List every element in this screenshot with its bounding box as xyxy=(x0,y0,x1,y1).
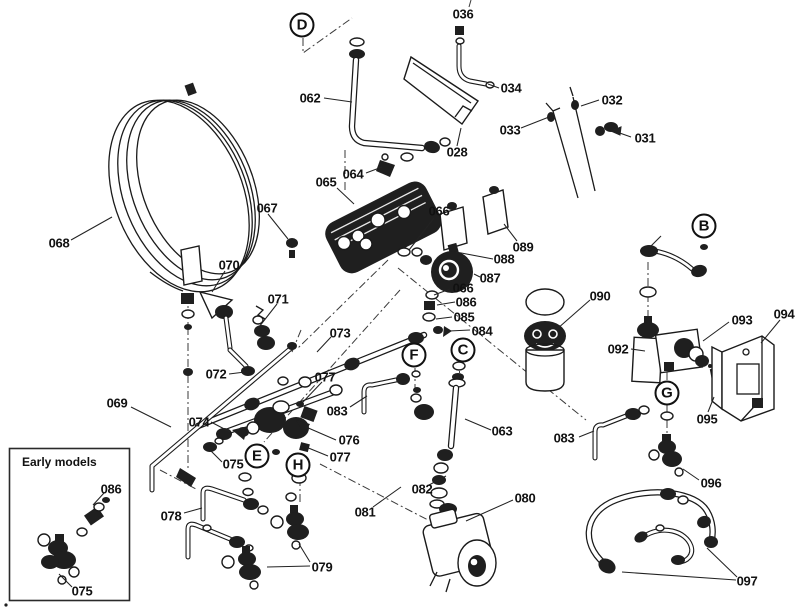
part-label-074: 074 xyxy=(188,414,210,430)
bracket-pipe-070 xyxy=(198,290,249,369)
diverter-manifold xyxy=(203,376,318,502)
ref-circle-C: C xyxy=(450,337,476,363)
part-label-076: 076 xyxy=(338,432,360,448)
part-label-036: 036 xyxy=(452,6,474,22)
side-panel-028 xyxy=(403,55,479,126)
valves-079 xyxy=(221,505,309,590)
gasket-chain-F xyxy=(410,370,434,420)
part-label-081: 081 xyxy=(354,504,376,520)
part-label-077-lower: 077 xyxy=(329,449,351,465)
part-label-088: 088 xyxy=(493,251,515,267)
part-label-034: 034 xyxy=(500,80,522,96)
part-label-073: 073 xyxy=(329,325,351,341)
part-label-028: 028 xyxy=(446,144,468,160)
part-label-090: 090 xyxy=(589,288,611,304)
part-label-087: 087 xyxy=(479,270,501,286)
part-label-085: 085 xyxy=(453,309,475,325)
part-label-089: 089 xyxy=(512,239,534,255)
ref-circle-D: D xyxy=(289,12,315,38)
part-label-075-inset: 075 xyxy=(71,583,93,599)
part-label-095: 095 xyxy=(696,411,718,427)
return-pipe-069 xyxy=(149,342,297,493)
part-label-079: 079 xyxy=(311,559,333,575)
inset-title: Early models xyxy=(22,455,97,469)
overflow-pipe-036 xyxy=(455,26,495,89)
part-label-070: 070 xyxy=(218,257,240,273)
early-models-box xyxy=(8,447,131,602)
part-label-065: 065 xyxy=(315,174,337,190)
part-label-063: 063 xyxy=(491,423,513,439)
part-label-083-right: 083 xyxy=(553,430,575,446)
part-label-033: 033 xyxy=(499,122,521,138)
ref-circle-G: G xyxy=(654,380,680,406)
part-label-067: 067 xyxy=(256,200,278,216)
part-label-064: 064 xyxy=(342,166,364,182)
gaskets-082 xyxy=(429,487,448,509)
hydroblock-cluster xyxy=(411,186,509,337)
part-label-093: 093 xyxy=(731,312,753,328)
part-label-062: 062 xyxy=(299,90,321,106)
vessel-valve-chain xyxy=(4,245,203,607)
fill-valve-067 xyxy=(286,238,298,258)
part-label-068: 068 xyxy=(48,235,70,251)
leader-lines xyxy=(58,83,781,588)
part-label-094: 094 xyxy=(773,306,795,322)
gas-valve-assembly xyxy=(631,244,718,477)
ref-circle-H: H xyxy=(285,452,311,478)
part-label-069: 069 xyxy=(106,395,128,411)
expansion-vessel xyxy=(108,82,260,293)
part-label-072: 072 xyxy=(205,366,227,382)
part-label-066-upper: 066 xyxy=(428,203,450,219)
part-label-078: 078 xyxy=(160,508,182,524)
part-label-032: 032 xyxy=(601,92,623,108)
part-label-086-inset: 086 xyxy=(100,481,122,497)
pump xyxy=(422,503,497,593)
heat-exchanger xyxy=(325,181,442,274)
vent-valve-064 xyxy=(376,152,414,257)
part-label-086-main: 086 xyxy=(455,294,477,310)
part-label-080: 080 xyxy=(514,490,536,506)
part-label-097: 097 xyxy=(736,573,758,589)
part-label-083-left: 083 xyxy=(326,403,348,419)
part-label-077-upper: 077 xyxy=(314,369,336,385)
pipes-078 xyxy=(185,485,269,560)
ref-circle-E: E xyxy=(244,443,270,469)
part-label-066-lower: 066 xyxy=(452,280,474,296)
condensate-trap xyxy=(524,288,566,392)
elbow-pipe-083-right xyxy=(592,405,650,461)
outlet-pipe-063 xyxy=(432,378,466,485)
ref-circle-F: F xyxy=(401,342,427,368)
part-label-071: 071 xyxy=(267,291,289,307)
safety-valve-071 xyxy=(252,305,275,350)
elbow-pipe-083-left xyxy=(361,373,410,415)
part-label-082: 082 xyxy=(411,481,433,497)
part-label-084: 084 xyxy=(471,323,493,339)
part-label-075-main: 075 xyxy=(222,456,244,472)
flue-pipe-062 xyxy=(348,37,451,154)
part-label-092: 092 xyxy=(607,341,629,357)
level-probes xyxy=(545,86,618,199)
control-board xyxy=(711,335,775,422)
part-label-031: 031 xyxy=(634,130,656,146)
part-label-096: 096 xyxy=(700,475,722,491)
hoses-097 xyxy=(585,488,718,574)
ref-circle-B: B xyxy=(691,213,717,239)
